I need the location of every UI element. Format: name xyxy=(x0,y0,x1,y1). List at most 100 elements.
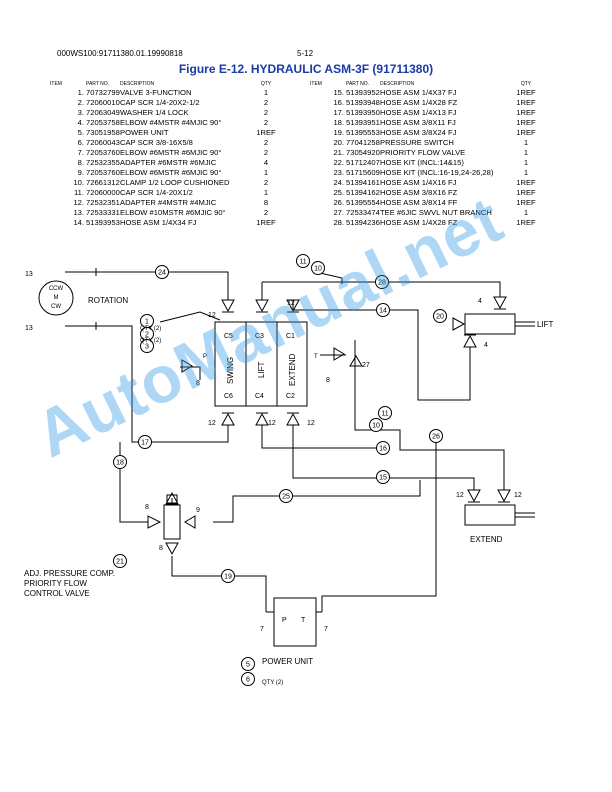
header-description: DESCRIPTION xyxy=(380,81,415,87)
description: HOSE ASM 3/8X11 FJ xyxy=(380,118,456,127)
table-header: ITEM PART NO. DESCRIPTION QTY xyxy=(310,80,560,88)
quantity: 1REF xyxy=(516,218,536,227)
item-number: 7. xyxy=(77,148,84,157)
fitting-label-12: 12 xyxy=(208,420,216,427)
callout-circle-c15 xyxy=(376,470,390,484)
section-extend-label: EXTEND xyxy=(288,353,297,386)
description: TEE #6JIC SWVL NUT BRANCH xyxy=(380,208,492,217)
description: VALVE 3-FUNCTION xyxy=(120,88,192,97)
callout-3-qty: QTY (2) xyxy=(140,338,161,344)
callout-circle-c28 xyxy=(375,275,389,289)
quantity: 1 xyxy=(523,158,529,167)
callout-circle-c10 xyxy=(369,418,383,432)
description: ELBOW #10MSTR #6MJIC 90° xyxy=(120,208,226,217)
item-number: 13. xyxy=(73,208,84,217)
description: CLAMP 1/2 LOOP CUSHIONED xyxy=(120,178,230,187)
power-unit-p-label: P xyxy=(282,617,287,624)
part-number: 72533474 xyxy=(346,208,380,217)
part-number: 51395553 xyxy=(346,128,380,137)
callout-number-c3: 3 xyxy=(145,344,149,351)
item-number: 2. xyxy=(77,98,84,107)
description: HOSE ASM 1/4X28 FZ xyxy=(380,98,458,107)
description: CAP SCR 1/4-20X1/2 xyxy=(120,188,193,197)
callout-circle-c14 xyxy=(376,303,390,317)
fitting-label-12: 12 xyxy=(307,420,315,427)
fitting-labels: 12 12 12 12 12 12 12 4 4 8 8 8 8 9 27 xyxy=(145,298,522,552)
port-c1-label: C1 xyxy=(286,333,295,340)
callout-circle-c6 xyxy=(241,672,255,686)
quantity: 1 xyxy=(263,168,269,177)
item-number: 1. xyxy=(77,88,84,97)
table-header: ITEM PART NO. DESCRIPTION QTY xyxy=(50,80,290,88)
part-number: 51393953 xyxy=(86,218,120,227)
section-lift-label: LIFT xyxy=(257,361,266,378)
part-number: 51394236 xyxy=(346,218,380,227)
fitting-label-8: 8 xyxy=(145,504,149,511)
valve-label-line3: CONTROL VALVE xyxy=(24,589,90,598)
header-item: ITEM xyxy=(310,81,322,87)
header-qty: QTY xyxy=(260,81,272,87)
callout-circle-c24 xyxy=(155,265,169,279)
part-number: 51395554 xyxy=(346,198,380,207)
port-p-label: P xyxy=(203,354,207,360)
item-number: 19. xyxy=(333,128,344,137)
callout-number-c25: 25 xyxy=(282,494,290,501)
callout-number-c5: 5 xyxy=(246,662,250,669)
description: HOSE ASM 1/4X34 FJ xyxy=(120,218,197,227)
callout-number-c6: 6 xyxy=(246,677,250,684)
fittings xyxy=(147,296,511,556)
callout-circle-c16 xyxy=(376,441,390,455)
part-number: 51712407 xyxy=(346,158,380,167)
item-number: 3. xyxy=(77,108,84,117)
description: PRESSURE SWITCH xyxy=(380,138,454,147)
item-number: 11. xyxy=(74,188,84,197)
callout-circle-c3 xyxy=(140,339,154,353)
section-swing-label: SWING xyxy=(226,357,235,384)
part-number: 73054920 xyxy=(346,148,380,157)
callout-number-c14: 14 xyxy=(379,308,387,315)
item-number: 27. xyxy=(333,208,344,217)
parts-table-right: ITEM PART NO. DESCRIPTION QTY 15.5139395… xyxy=(310,80,560,228)
part-number: 72661312 xyxy=(86,178,120,187)
item-number: 5. xyxy=(77,128,84,137)
callout-number-c11: 11 xyxy=(381,411,388,418)
callout-circle-c25 xyxy=(279,489,293,503)
valve-label-line1: ADJ. PRESSURE COMP. xyxy=(24,569,115,578)
item-number: 8. xyxy=(77,158,84,167)
fitting-label-27: 27 xyxy=(362,362,370,369)
quantity: 1REF xyxy=(516,178,536,187)
quantity: 4 xyxy=(263,158,269,167)
part-number: 51393948 xyxy=(346,98,380,107)
port-c5-label: C5 xyxy=(224,333,233,340)
fitting-label-12: 12 xyxy=(456,492,464,499)
quantity: 1REF xyxy=(516,128,536,137)
item-number: 18. xyxy=(333,118,344,127)
quantity: 1REF xyxy=(256,128,276,137)
port-c6-label: C6 xyxy=(224,393,233,400)
callout-number-c1: 1 xyxy=(145,319,149,326)
part-number: 51394161 xyxy=(346,178,380,187)
figure-title: Figure E-12. HYDRAULIC ASM-3F (91711380) xyxy=(178,62,434,76)
fitting-label-7a: 7 xyxy=(260,626,264,633)
callout-circle-c5 xyxy=(241,657,255,671)
power-unit-label: POWER UNIT xyxy=(262,657,313,666)
description: HOSE ASM 3/8X16 FZ xyxy=(380,188,458,197)
motor-ccw-label: CCW xyxy=(49,286,64,292)
header-part-no: PART NO. xyxy=(346,81,370,87)
item-number: 12. xyxy=(73,198,84,207)
quantity: 1REF xyxy=(516,98,536,107)
quantity: 1 xyxy=(263,88,269,97)
part-number: 72060043 xyxy=(86,138,120,147)
